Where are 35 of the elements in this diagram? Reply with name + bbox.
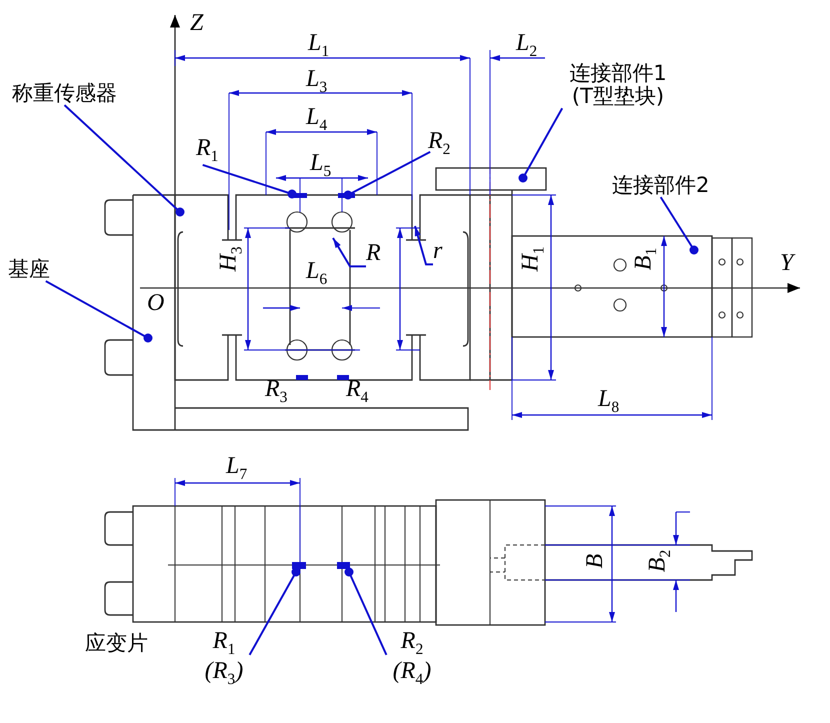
radius-label: R: [366, 240, 381, 266]
dimension-label: L$_{3}$: [306, 66, 328, 96]
strain-gauge-label: R$_{3}$: [265, 376, 288, 406]
origin-label: O: [147, 290, 164, 316]
radius-label: r: [433, 238, 442, 264]
leader-line: [45, 280, 152, 342]
dimension-label: L$_{6}$: [306, 258, 328, 288]
part-label: 连接部件2: [612, 174, 710, 198]
strain-gauge-label: R$_{2}$: [428, 128, 450, 158]
strain-gauge-label: R$_{1}$: [196, 135, 218, 165]
part-label: 称重传感器: [12, 82, 117, 106]
axis-label: Z: [190, 10, 204, 36]
strain-gauge-label: R$_{2}$ (R$_{4}$): [380, 628, 444, 688]
leader-line: [332, 237, 366, 268]
dimension-label: L$_{5}$: [310, 150, 332, 180]
axis-label: Y: [780, 250, 794, 276]
leader-line: [414, 226, 433, 266]
dimension-label: L$_{7}$: [226, 453, 248, 483]
dimension-label: L$_{8}$: [598, 386, 620, 416]
leader-line: [660, 196, 698, 254]
strain-gauge-label: R$_{1}$ (R$_{3}$): [192, 628, 256, 688]
leader-line: [64, 104, 184, 216]
part-label: 应变片: [85, 632, 148, 656]
leader-line: [344, 568, 388, 656]
leader-line: [248, 568, 300, 656]
dimension-label: L$_{4}$: [306, 104, 328, 134]
leader-line: [518, 108, 564, 182]
dimension-label: L$_{1}$: [308, 30, 330, 60]
part-label: 连接部件1 (T型垫块): [556, 62, 680, 108]
part-label: 基座: [8, 258, 50, 282]
dimension-label: L$_{2}$: [516, 30, 538, 60]
leader-line: [202, 164, 296, 198]
leader-line: [344, 151, 431, 200]
strain-gauge-label: R$_{4}$: [346, 376, 368, 406]
dimension-label: B: [582, 554, 609, 569]
